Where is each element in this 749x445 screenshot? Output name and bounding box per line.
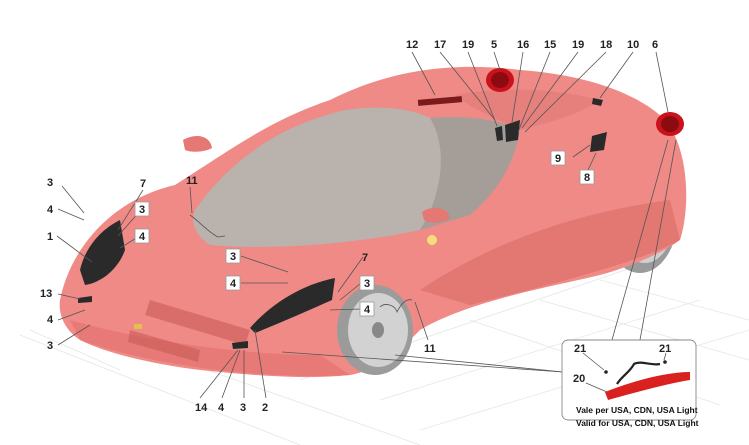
callout-20: 20 bbox=[573, 373, 585, 385]
callout-4: 4 bbox=[47, 204, 54, 216]
fog-light bbox=[232, 341, 248, 349]
callout-19: 19 bbox=[572, 39, 584, 51]
bracket-17 bbox=[495, 126, 503, 141]
svg-text:4: 4 bbox=[139, 231, 146, 243]
callout-10: 10 bbox=[627, 39, 639, 51]
callout-1: 1 bbox=[47, 231, 53, 243]
callout-3: 3 bbox=[47, 340, 53, 352]
callout-12: 12 bbox=[406, 39, 418, 51]
callout-3: 3 bbox=[240, 402, 246, 414]
callout-2: 2 bbox=[262, 402, 268, 414]
rear-lamp-right bbox=[656, 112, 684, 136]
lamps bbox=[78, 68, 684, 349]
bracket-16 bbox=[505, 120, 520, 142]
callout-6: 6 bbox=[652, 39, 658, 51]
wiring-harness-right bbox=[379, 299, 413, 314]
right-mirror bbox=[422, 207, 450, 223]
leader-lines bbox=[56, 51, 677, 399]
rear-lamp-left bbox=[486, 68, 514, 92]
svg-text:4: 4 bbox=[364, 304, 371, 316]
callout-14: 14 bbox=[195, 402, 208, 414]
callout-4: 4 bbox=[47, 314, 54, 326]
callout-21: 21 bbox=[574, 343, 586, 355]
inset-detail: 21 21 20 Vale per USA, CDN, USA Light bbox=[561, 339, 698, 421]
side-badge bbox=[427, 235, 437, 245]
inset-frame bbox=[561, 339, 697, 421]
callouts: 1 3 4 7 13 4 3 11 7 11 14 4 3 2 12 17 19… bbox=[40, 39, 658, 414]
svg-text:3: 3 bbox=[230, 251, 236, 263]
left-mirror bbox=[183, 136, 212, 152]
callout-4-boxed: 4 bbox=[225, 275, 241, 291]
svg-text:4: 4 bbox=[230, 278, 237, 290]
callout-4-boxed: 4 bbox=[359, 301, 375, 317]
wiring-harness-left bbox=[189, 214, 226, 238]
svg-text:3: 3 bbox=[139, 204, 145, 216]
callout-3-boxed: 3 bbox=[225, 248, 241, 264]
callout-7: 7 bbox=[140, 178, 146, 190]
callout-21: 21 bbox=[659, 343, 671, 355]
left-headlight bbox=[80, 220, 125, 285]
right-headlight bbox=[250, 278, 335, 333]
callout-16: 16 bbox=[517, 39, 529, 51]
callout-5: 5 bbox=[491, 39, 497, 51]
marker-bracket bbox=[616, 361, 661, 385]
inset-note-italian: Vale per USA, CDN, USA Light bbox=[576, 405, 698, 415]
callout-3: 3 bbox=[47, 177, 53, 189]
svg-text:3: 3 bbox=[364, 278, 370, 290]
callout-9-boxed: 9 bbox=[550, 150, 566, 166]
car-illustration bbox=[59, 66, 687, 378]
callout-18: 18 bbox=[600, 39, 612, 51]
callout-8-boxed: 8 bbox=[579, 169, 595, 185]
third-brake-light bbox=[417, 96, 463, 106]
boxed-callouts: 3 4 3 4 3 4 9 8 bbox=[134, 150, 595, 317]
front-badge bbox=[134, 324, 142, 329]
svg-text:8: 8 bbox=[584, 172, 590, 184]
callout-15: 15 bbox=[544, 39, 556, 51]
rear-marker-light bbox=[605, 372, 690, 400]
side-repeater bbox=[590, 132, 607, 152]
side-light-13 bbox=[78, 296, 92, 303]
callout-3-boxed: 3 bbox=[359, 275, 375, 291]
inset-note-english: Valid for USA, CDN, USA Light bbox=[576, 418, 699, 428]
callout-19: 19 bbox=[462, 39, 474, 51]
callout-4-boxed: 4 bbox=[134, 228, 150, 244]
callout-4: 4 bbox=[218, 402, 225, 414]
callout-3-boxed: 3 bbox=[134, 201, 150, 217]
callout-11: 11 bbox=[186, 175, 198, 187]
callout-11: 11 bbox=[424, 343, 436, 355]
windshield bbox=[193, 107, 441, 247]
callout-13: 13 bbox=[40, 288, 52, 300]
callout-17: 17 bbox=[434, 39, 446, 51]
plate-light bbox=[592, 98, 603, 106]
callout-7: 7 bbox=[362, 252, 368, 264]
svg-text:9: 9 bbox=[555, 153, 561, 165]
